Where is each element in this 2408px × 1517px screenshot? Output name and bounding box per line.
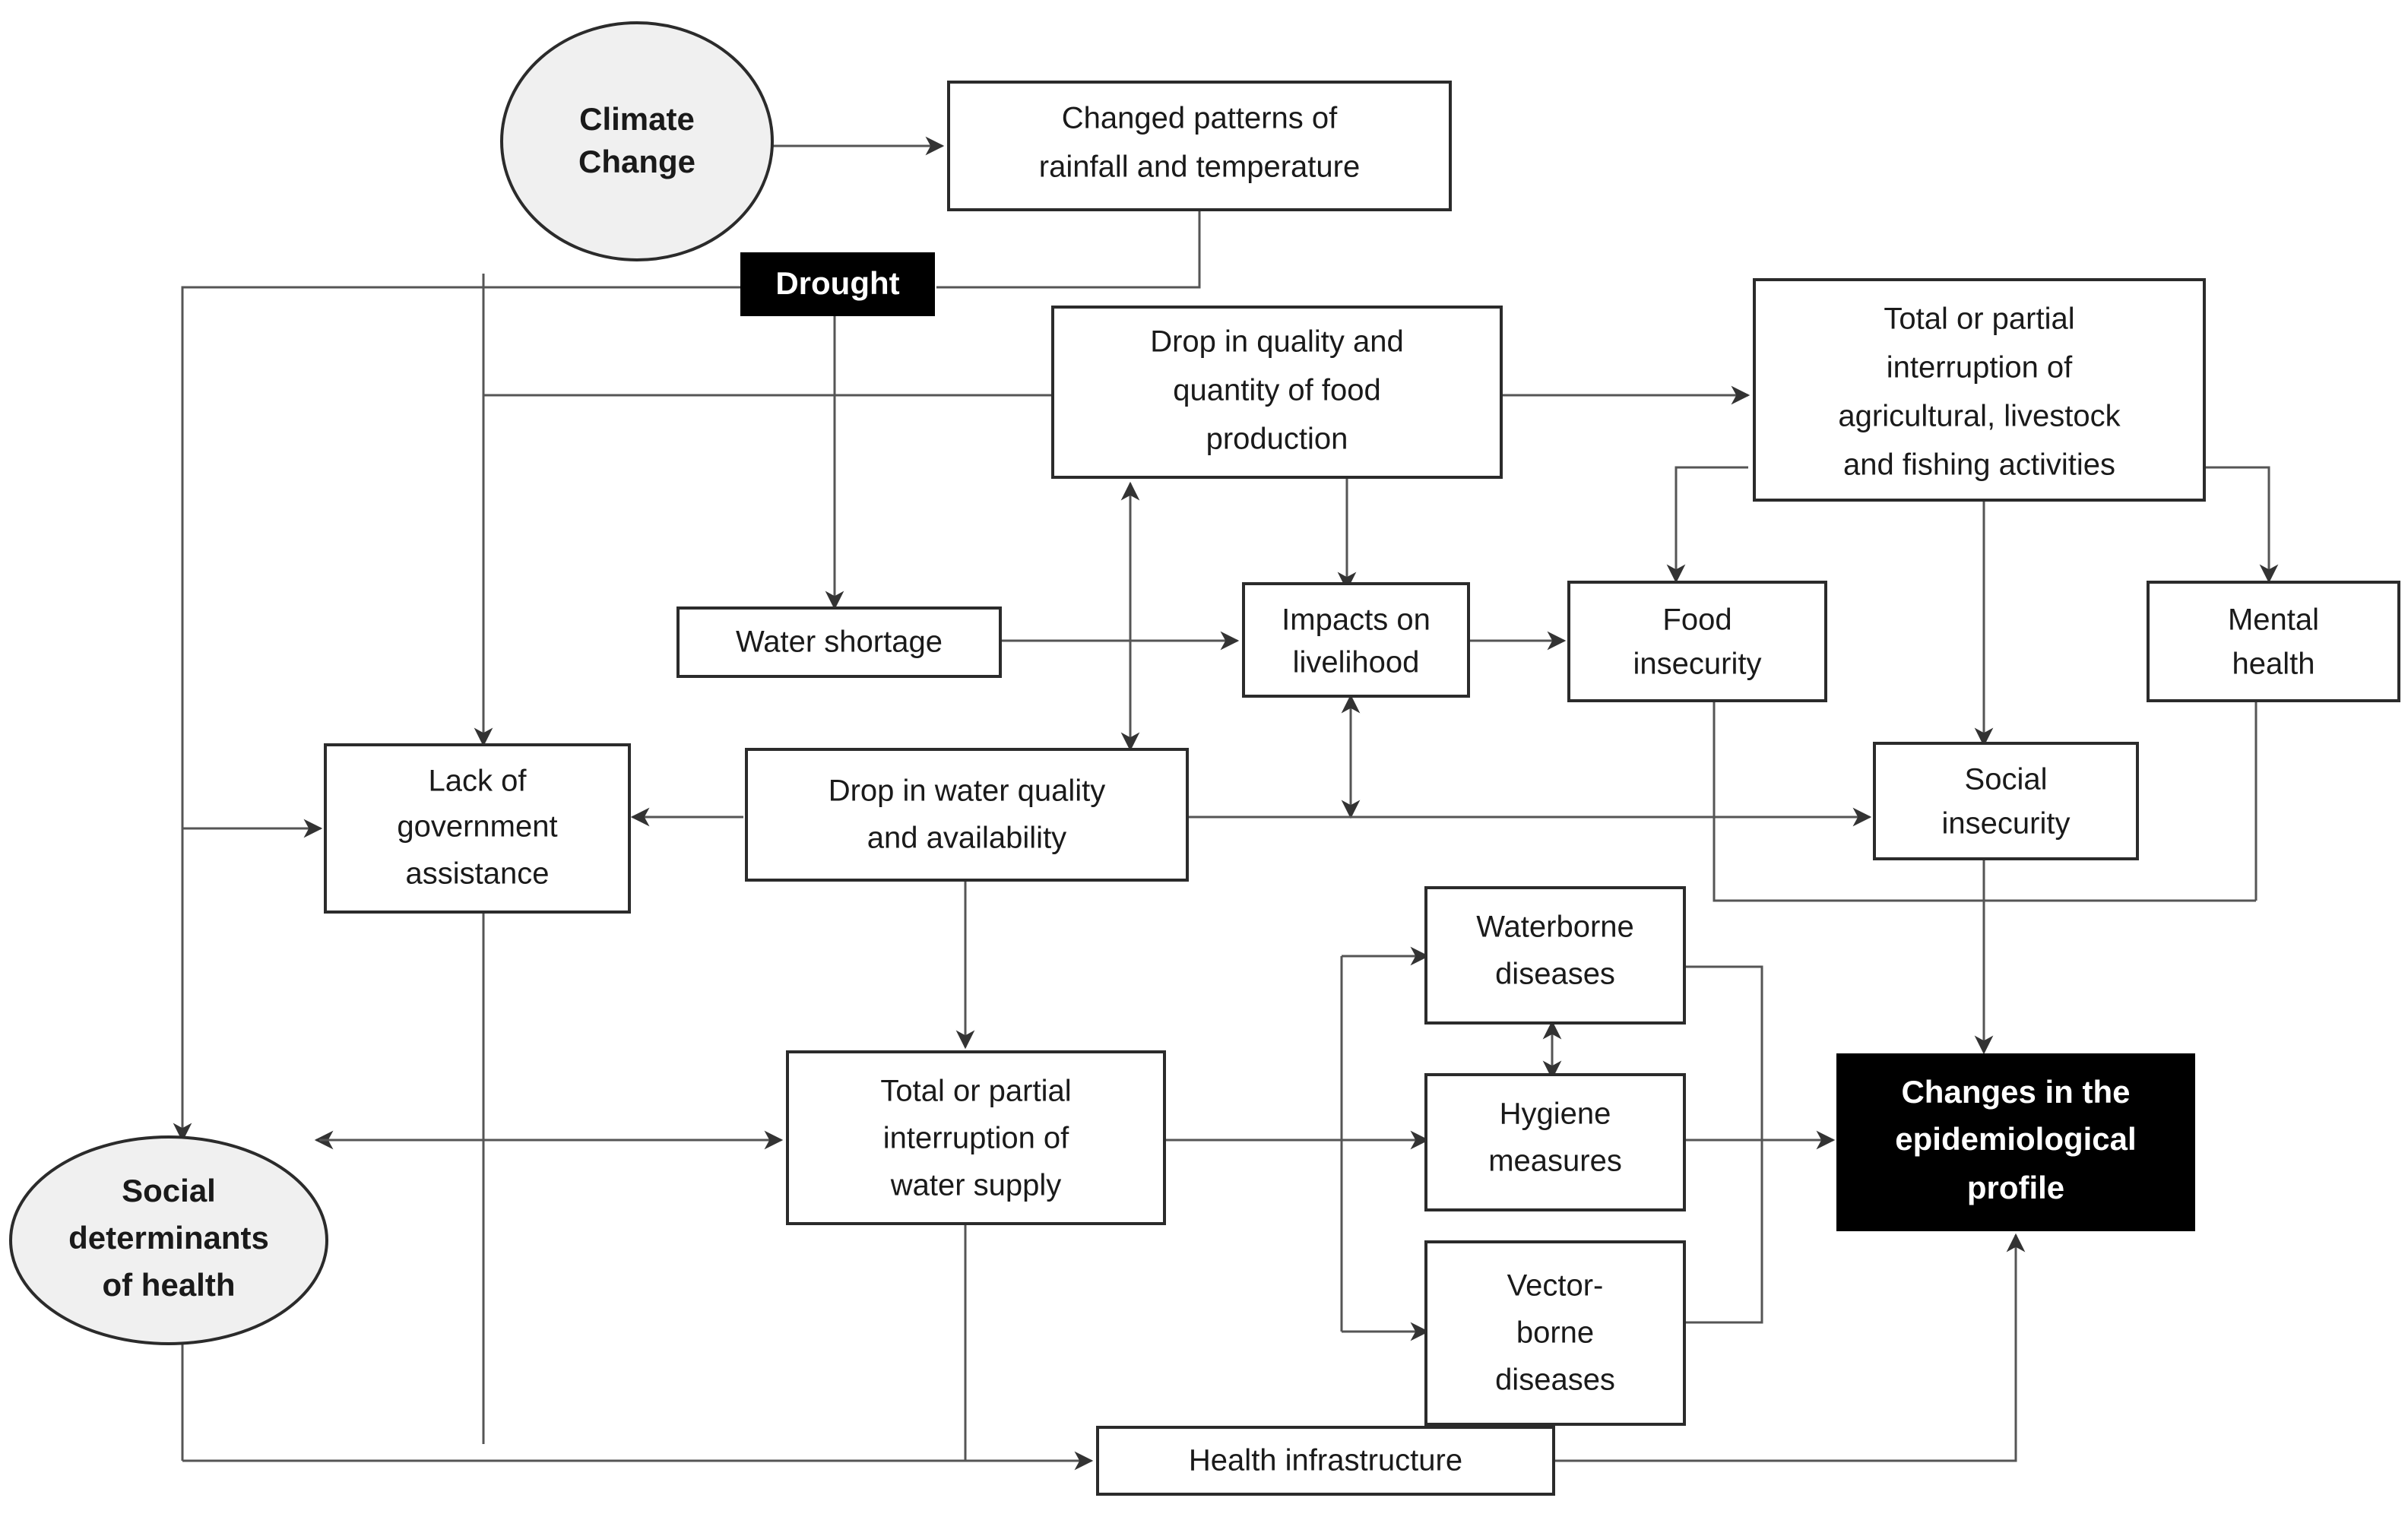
node-water-supply-line1: Total or partial xyxy=(880,1075,1071,1108)
node-waterborne-line1: Waterborne xyxy=(1476,911,1634,944)
node-interruption-agri-line2: interruption of xyxy=(1887,351,2073,385)
node-vector-borne-line2: borne xyxy=(1516,1316,1594,1350)
node-climate-change-line1: Climate xyxy=(579,101,695,137)
node-social-insecurity[interactable]: Social insecurity xyxy=(1873,742,2139,860)
node-lack-gov-line3: assistance xyxy=(406,857,550,891)
node-mental-health[interactable]: Mental health xyxy=(2147,581,2400,702)
node-water-quality-line2: and availability xyxy=(867,822,1066,855)
edge-drought-left-trunk xyxy=(173,286,835,1142)
node-interruption-agri-line3: agricultural, livestock xyxy=(1838,400,2121,433)
node-social-determinants-line2: determinants xyxy=(68,1220,269,1256)
node-drought[interactable]: Drought xyxy=(740,252,935,316)
node-water-quality[interactable]: Drop in water quality and availability xyxy=(745,748,1189,882)
node-climate-change-line2: Change xyxy=(578,144,695,179)
node-hygiene-line2: measures xyxy=(1488,1145,1622,1178)
edge-interruption-to-food-insecurity xyxy=(1676,466,1748,581)
edge-patterns-to-drought xyxy=(936,210,1201,289)
node-vector-borne-line1: Vector- xyxy=(1507,1269,1604,1303)
node-food-insecurity-line1: Food xyxy=(1662,603,1732,637)
node-interruption-agri-line1: Total or partial xyxy=(1884,302,2074,336)
node-climate-change[interactable]: Climate Change xyxy=(500,21,774,261)
node-changed-patterns-line1: Changed patterns of xyxy=(1062,102,1338,135)
edge-interruption-to-mental-health xyxy=(2197,466,2279,584)
node-hygiene-line1: Hygiene xyxy=(1500,1097,1611,1131)
node-interruption-agri-line4: and fishing activities xyxy=(1843,448,2115,482)
node-food-production-line3: production xyxy=(1206,423,1348,456)
node-drought-label: Drought xyxy=(775,265,899,301)
node-food-insecurity-line2: insecurity xyxy=(1633,648,1762,681)
node-food-production-line1: Drop in quality and xyxy=(1150,325,1404,359)
node-lack-gov-line1: Lack of xyxy=(429,765,528,798)
node-food-production[interactable]: Drop in quality and quantity of food pro… xyxy=(1051,306,1503,479)
node-health-infrastructure[interactable]: Health infrastructure xyxy=(1096,1426,1555,1496)
node-water-supply-line2: interruption of xyxy=(883,1122,1069,1155)
node-social-insecurity-line1: Social xyxy=(1965,763,2048,797)
node-social-determinants-line1: Social xyxy=(122,1173,216,1208)
node-social-insecurity-line2: insecurity xyxy=(1942,807,2071,841)
node-lack-gov-line2: government xyxy=(397,810,557,844)
node-impacts-livelihood-line2: livelihood xyxy=(1293,646,1420,679)
node-social-determinants[interactable]: Social determinants of health xyxy=(9,1135,328,1345)
edge-healthinfra-to-epi xyxy=(1551,1233,2026,1462)
node-hygiene-measures[interactable]: Hygiene measures xyxy=(1424,1073,1686,1211)
node-changed-patterns[interactable]: Changed patterns of rainfall and tempera… xyxy=(947,81,1452,211)
node-food-production-line2: quantity of food xyxy=(1173,374,1381,407)
node-vector-borne-diseases[interactable]: Vector- borne diseases xyxy=(1424,1240,1686,1426)
edge-foodinsecurity-to-epi xyxy=(1713,701,2256,902)
node-water-quality-line1: Drop in water quality xyxy=(829,774,1106,808)
node-epi-line1: Changes in the xyxy=(1901,1074,2130,1110)
node-impacts-livelihood-line1: Impacts on xyxy=(1282,603,1431,637)
node-lack-gov-assistance[interactable]: Lack of government assistance xyxy=(324,743,631,914)
node-water-supply-line3: water supply xyxy=(890,1169,1062,1202)
node-water-shortage[interactable]: Water shortage xyxy=(676,606,1002,678)
node-epidemiological-profile[interactable]: Changes in the epidemiological profile xyxy=(1836,1053,2195,1231)
node-mental-health-line1: Mental xyxy=(2228,603,2319,637)
node-changed-patterns-line2: rainfall and temperature xyxy=(1039,150,1360,184)
node-food-insecurity[interactable]: Food insecurity xyxy=(1567,581,1827,702)
node-mental-health-line2: health xyxy=(2232,648,2315,681)
node-waterborne-diseases[interactable]: Waterborne diseases xyxy=(1424,886,1686,1025)
node-health-infra-label: Health infrastructure xyxy=(1189,1444,1462,1477)
node-interruption-agri[interactable]: Total or partial interruption of agricul… xyxy=(1753,278,2206,502)
node-vector-borne-line3: diseases xyxy=(1495,1363,1615,1397)
edge-waterborne-to-epi-bus xyxy=(1681,965,1763,1324)
node-water-shortage-label: Water shortage xyxy=(736,625,943,659)
node-epi-line3: profile xyxy=(1967,1170,2064,1205)
node-social-determinants-line3: of health xyxy=(103,1267,236,1303)
node-waterborne-line2: diseases xyxy=(1495,958,1615,991)
node-layer: Climate Change Changed patterns of rainf… xyxy=(9,21,2400,1496)
node-impacts-livelihood[interactable]: Impacts on livelihood xyxy=(1242,582,1470,698)
node-water-supply[interactable]: Total or partial interruption of water s… xyxy=(786,1050,1166,1225)
node-epi-line2: epidemiological xyxy=(1895,1121,2136,1157)
